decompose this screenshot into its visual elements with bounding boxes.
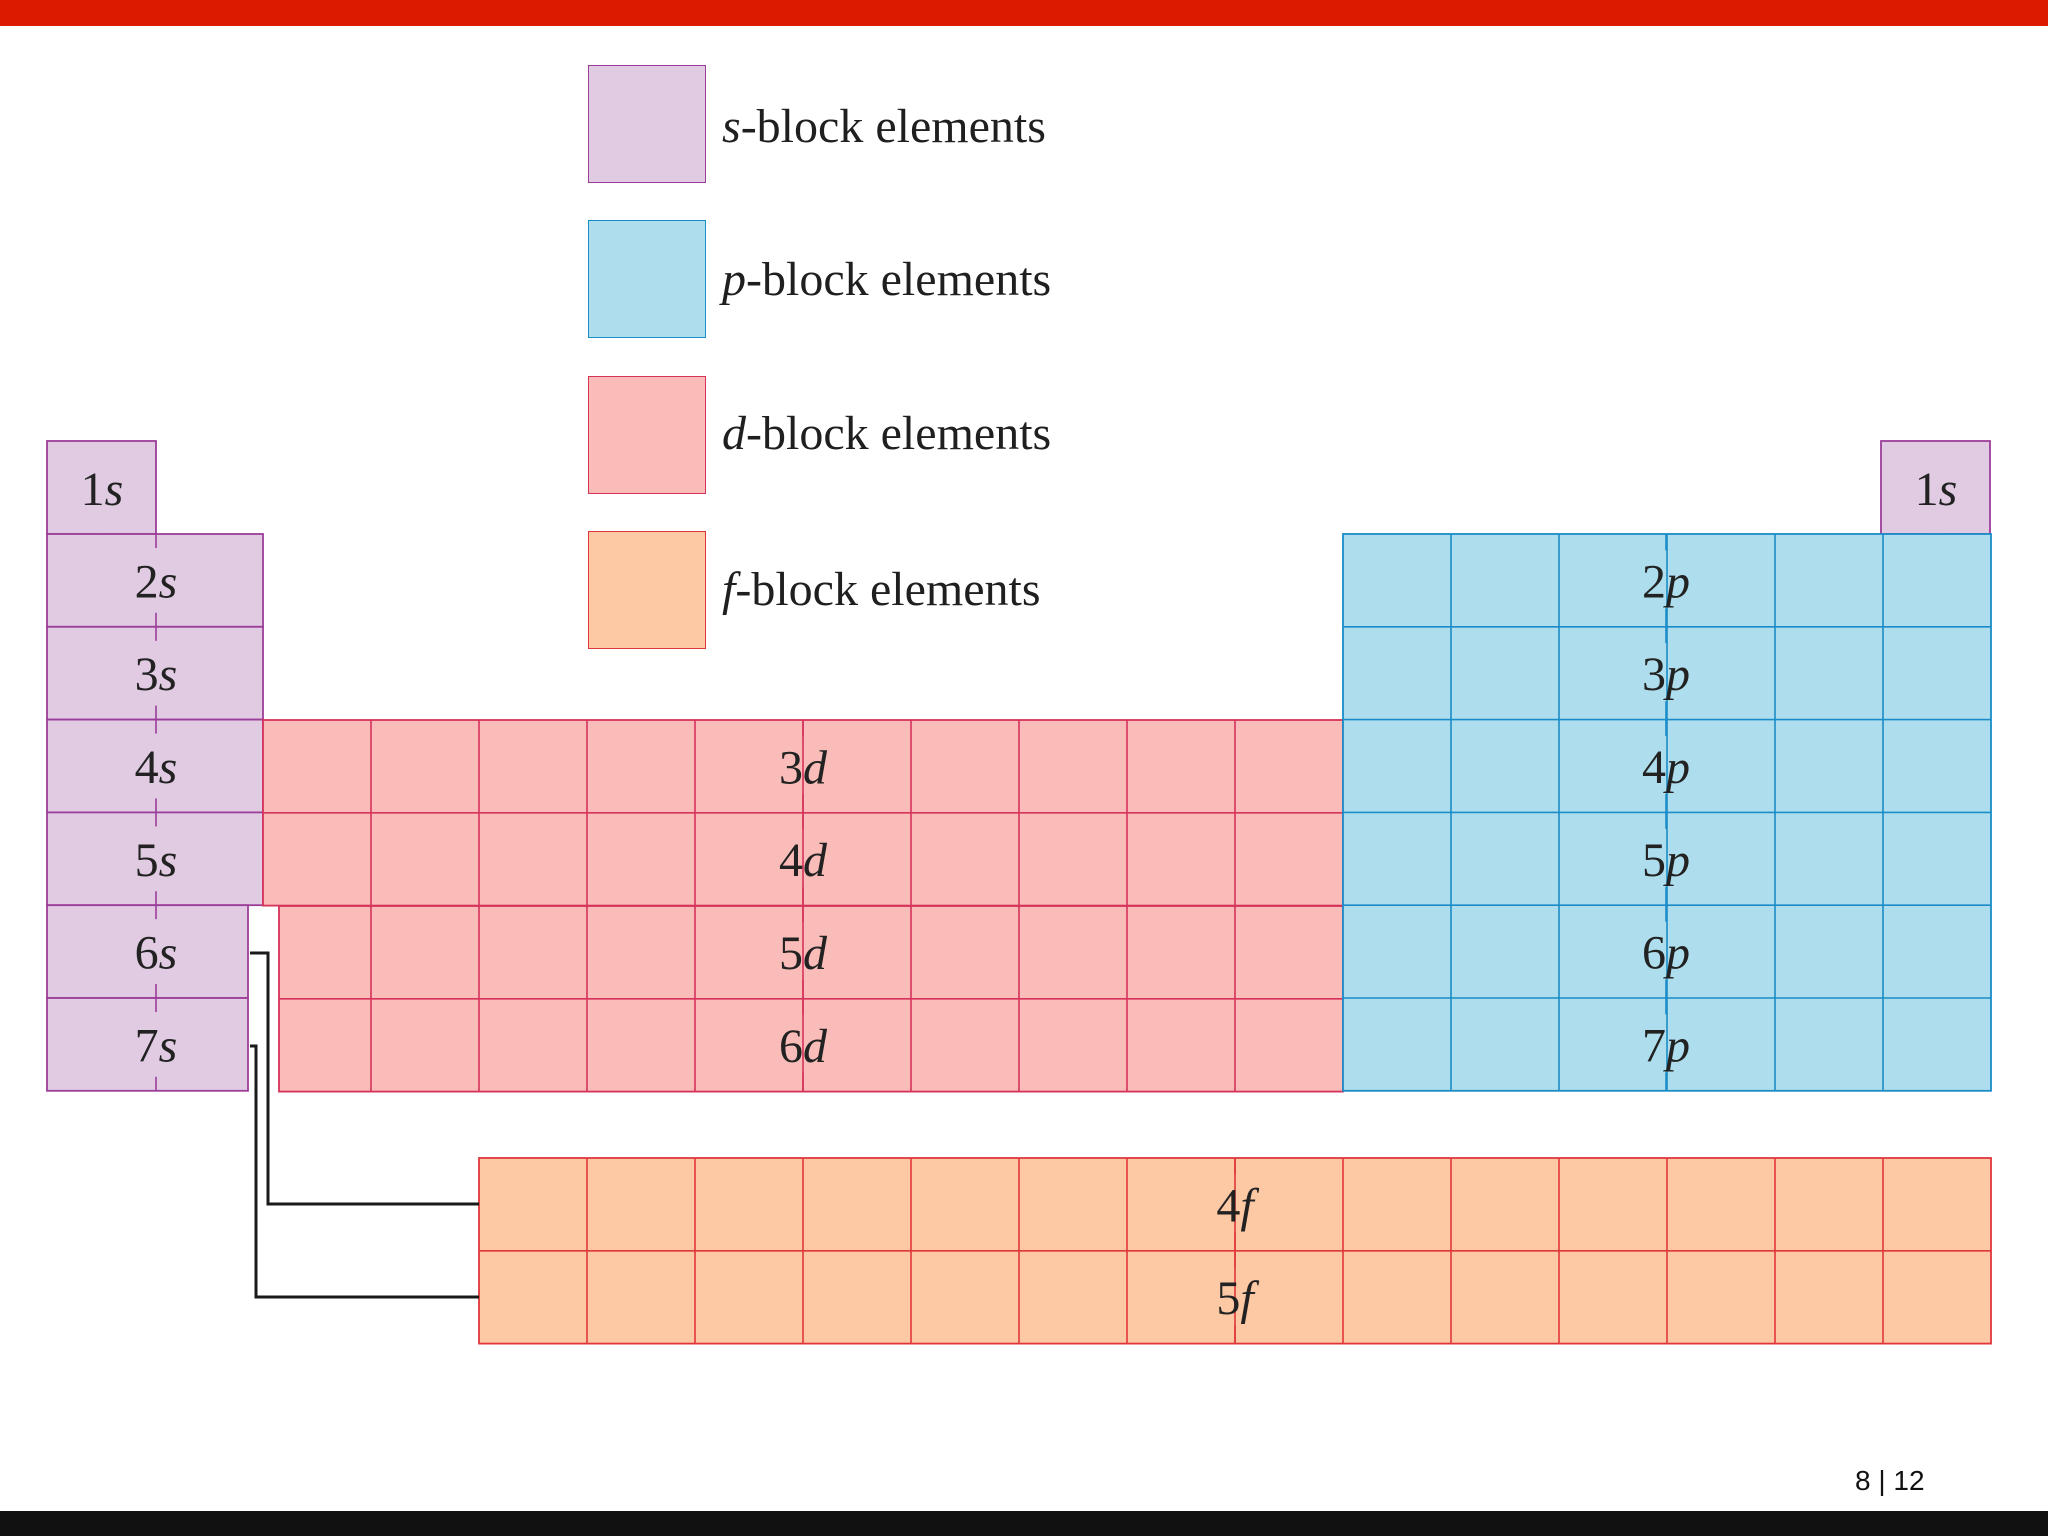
p-block-label-7p: 7p — [1642, 1019, 1690, 1072]
p-block-label-5p: 5p — [1642, 834, 1690, 887]
s-block-label-2s: 2s — [135, 555, 178, 608]
page-number: 8 | 12 — [1855, 1465, 1925, 1496]
s-block-row-2s — [46, 533, 264, 628]
d-block-label-3d: 3d — [779, 741, 828, 794]
s-block-row-3s — [46, 625, 264, 721]
legend-label-f-block: f-block elements — [722, 563, 1041, 616]
p-block-label-4p: 4p — [1642, 741, 1690, 794]
legend-swatch-p-block — [588, 220, 706, 338]
d-block-label-4d: 4d — [779, 834, 828, 887]
d-block-label-6d: 6d — [779, 1020, 828, 1073]
connector-7s-to-5f — [250, 1044, 479, 1299]
d-block-label-5d: 5d — [779, 927, 828, 980]
connector-6s-to-4f — [250, 951, 479, 1206]
f-block-label-5f: 5f — [1216, 1272, 1259, 1325]
s-block-label-3s: 3s — [135, 648, 178, 701]
p-block-label-6p: 6p — [1642, 927, 1690, 980]
legend-swatch-f-block — [588, 531, 706, 649]
s-block-label-5s: 5s — [135, 834, 178, 887]
legend-label-s-block: s-block elements — [722, 100, 1046, 153]
top-accent-bar — [0, 0, 2048, 26]
p-block-label-2p: 2p — [1642, 555, 1690, 608]
legend-swatch-s-block — [588, 65, 706, 183]
legend-label-d-block: d-block elements — [722, 407, 1052, 460]
legend-swatch-d-block — [588, 376, 706, 494]
s-block-label-6s: 6s — [135, 927, 178, 980]
s-block-label-1s-left: 1s — [81, 463, 124, 516]
s-block-row-7s — [46, 997, 249, 1092]
s-block-label-7s: 7s — [135, 1019, 178, 1072]
s-block-row-6s — [46, 904, 249, 999]
p-block-label-3p: 3p — [1642, 648, 1690, 701]
s-block-label-1s-right: 1s — [1915, 463, 1958, 516]
bottom-bar — [0, 1511, 2048, 1536]
legend-label-p-block: p-block elements — [722, 253, 1052, 306]
f-block-label-4f: 4f — [1216, 1179, 1259, 1232]
s-block-row-4s — [46, 718, 264, 814]
s-block-label-4s: 4s — [135, 741, 178, 794]
